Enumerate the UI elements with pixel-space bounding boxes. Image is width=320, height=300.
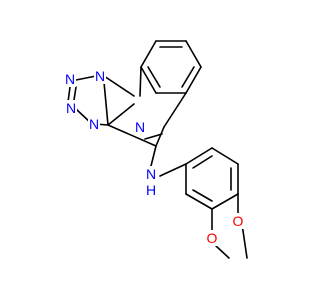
atom-label-n3: N — [66, 100, 76, 116]
atom-o2: O — [232, 213, 244, 229]
bond — [140, 40, 157, 68]
atom-n1: N — [94, 68, 106, 84]
atom-o1: O — [206, 230, 218, 246]
bond — [144, 133, 163, 140]
bond — [107, 124, 157, 147]
bond — [103, 75, 135, 97]
atom-n2: N — [64, 71, 76, 87]
atom-label-n4: N — [89, 116, 99, 132]
atom-label-n2: N — [65, 71, 75, 87]
bond — [192, 189, 213, 202]
atom-label-n1: N — [95, 68, 105, 84]
bond — [159, 163, 187, 177]
atom-n4: N — [88, 116, 100, 132]
bond — [215, 245, 230, 259]
bond — [241, 223, 248, 259]
bond — [181, 66, 195, 88]
bond — [185, 40, 202, 68]
bond — [163, 92, 187, 128]
bond — [139, 66, 142, 97]
atom-label-nh: N — [146, 166, 156, 182]
bond — [140, 66, 157, 94]
bond — [73, 86, 77, 101]
bond — [103, 81, 109, 126]
atom-label-h: H — [146, 182, 156, 198]
bond — [107, 103, 135, 126]
atom-n3: N — [65, 100, 77, 116]
bond — [67, 86, 71, 103]
molecule-drawing: N N N N N N H O O — [64, 40, 248, 259]
atom-label-n5: N — [135, 119, 145, 135]
bond — [185, 66, 202, 94]
structure-canvas: N N N N N N H O O — [64, 40, 248, 259]
bond — [155, 126, 165, 147]
bond — [185, 193, 213, 210]
bond — [185, 147, 213, 165]
bond — [147, 66, 161, 88]
atom-label-o1: O — [207, 230, 218, 246]
bond — [211, 193, 239, 210]
bond — [192, 155, 213, 169]
bond — [211, 147, 239, 165]
atom-n5: N — [134, 119, 146, 135]
atom-label-o2: O — [233, 213, 244, 229]
bond — [75, 75, 97, 81]
atom-nh: N H — [145, 166, 157, 198]
